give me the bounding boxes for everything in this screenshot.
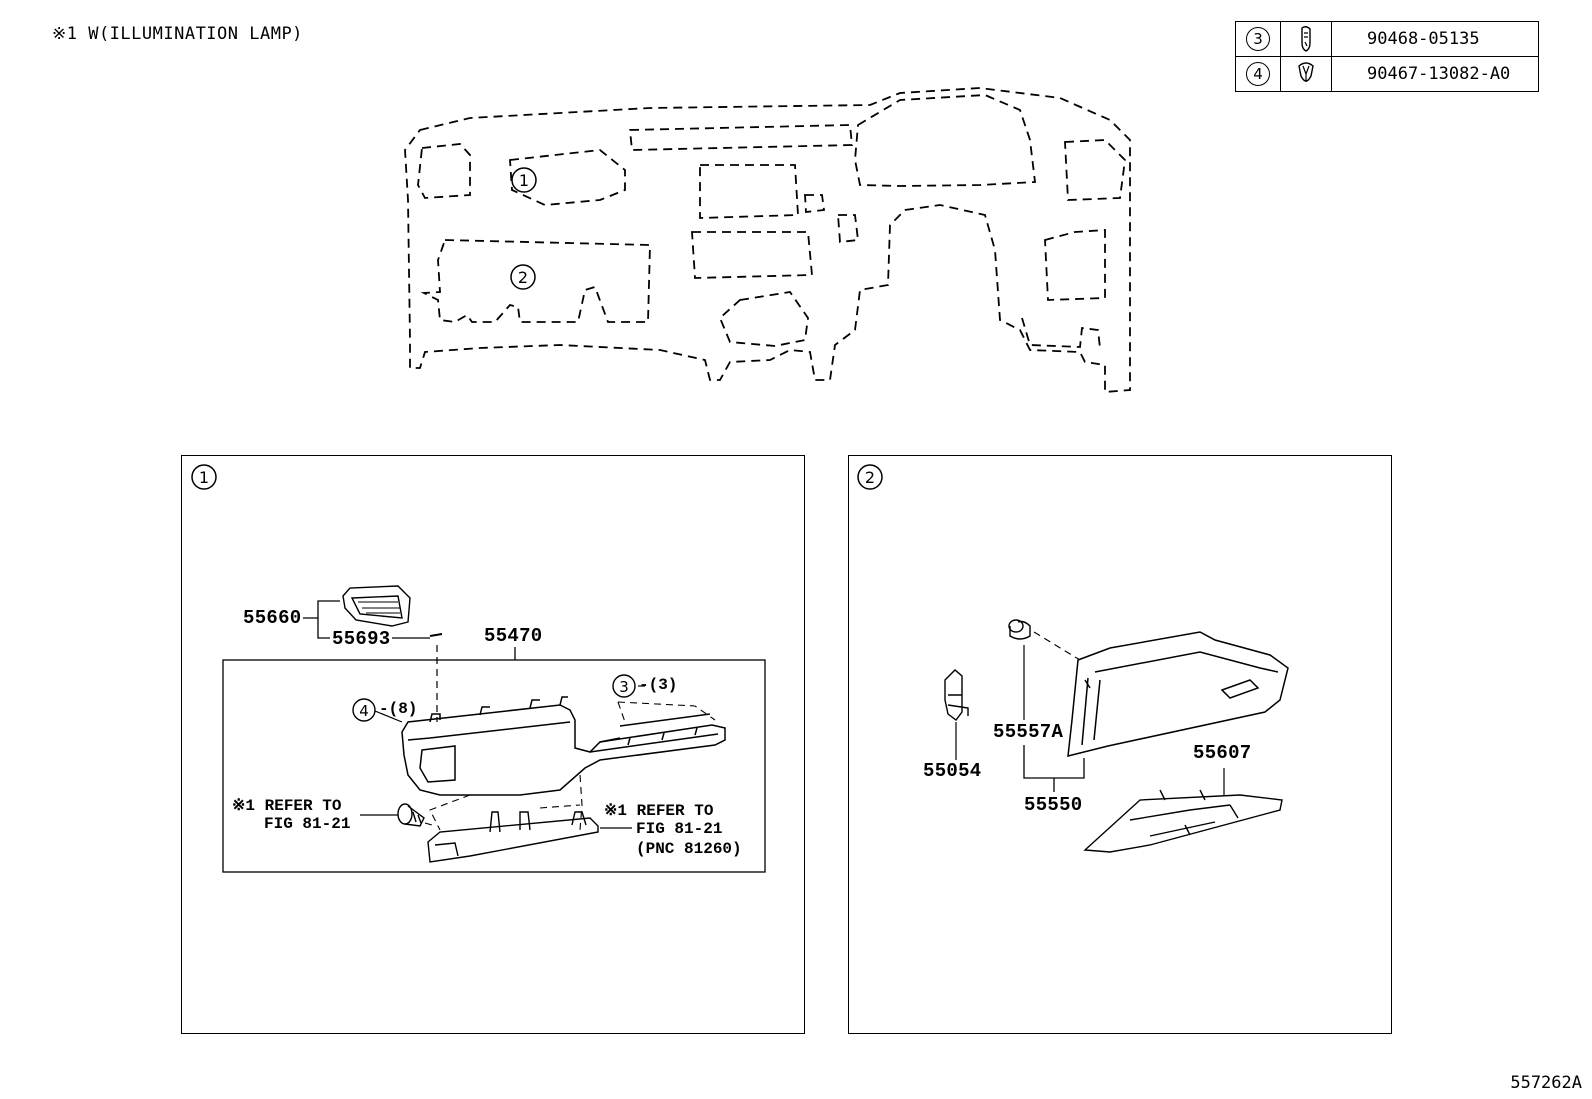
area-marker-1-label: 1 (519, 171, 529, 190)
refer-note-left-line1: ※1 REFER TO (232, 797, 342, 815)
refer-note-right-line1: ※1 REFER TO (604, 802, 714, 820)
legend-part-number: 90467-13082-A0 (1331, 56, 1539, 92)
fastener-legend-table: 3 90468-05135 4 90467-13082-A0 (1235, 21, 1539, 92)
part-label-55054: 55054 (923, 760, 982, 782)
ref-4-marker: 4 (359, 702, 369, 720)
legend-row: 4 90467-13082-A0 (1235, 56, 1539, 92)
legend-part-number: 90468-05135 (1331, 21, 1539, 57)
part-label-55550: 55550 (1024, 794, 1083, 816)
glove-box-tray-55607 (1083, 789, 1283, 853)
side-vent-55660 (342, 585, 411, 627)
ref-3-marker: 3 (619, 678, 629, 696)
clip-icon (1301, 26, 1311, 52)
area-marker-1 (511, 167, 537, 193)
part-label-55660: 55660 (243, 607, 302, 629)
part-label-55470: 55470 (484, 625, 543, 647)
illumination-lamp-note: ※1 W(ILLUMINATION LAMP) (52, 24, 303, 44)
area-marker-2 (510, 264, 536, 290)
ref-3-quantity: -(3) (639, 676, 678, 694)
stopper-55557A (1008, 619, 1031, 640)
area-marker-2-label: 2 (518, 268, 528, 287)
detail-panel-2 (848, 455, 1392, 1034)
detail-panel-1 (181, 455, 805, 1034)
refer-note-left-line2: FIG 81-21 (264, 815, 351, 833)
ref-4-quantity: -(8) (379, 700, 418, 718)
legend-ref-number: 4 (1246, 62, 1270, 86)
dashboard-outline (404, 87, 1131, 393)
part-label-55693: 55693 (332, 628, 391, 650)
clip-icon (1298, 62, 1314, 82)
refer-note-right-line2: FIG 81-21 (636, 820, 723, 838)
lower-panel-55470 (401, 696, 726, 796)
refer-note-right-line3: (PNC 81260) (636, 840, 742, 858)
figure-id: 557262A (1510, 1073, 1582, 1093)
screw (397, 803, 425, 827)
part-label-55557A: 55557A (993, 721, 1064, 743)
part-label-55607: 55607 (1193, 742, 1252, 764)
legend-row: 3 90468-05135 (1235, 21, 1539, 57)
damper-55054 (944, 669, 969, 721)
legend-ref-number: 3 (1246, 27, 1270, 51)
panel-2-number: 2 (865, 468, 875, 487)
panel-1-number: 1 (199, 468, 209, 487)
lower-bracket (427, 811, 599, 863)
glove-box-door (1067, 631, 1289, 757)
